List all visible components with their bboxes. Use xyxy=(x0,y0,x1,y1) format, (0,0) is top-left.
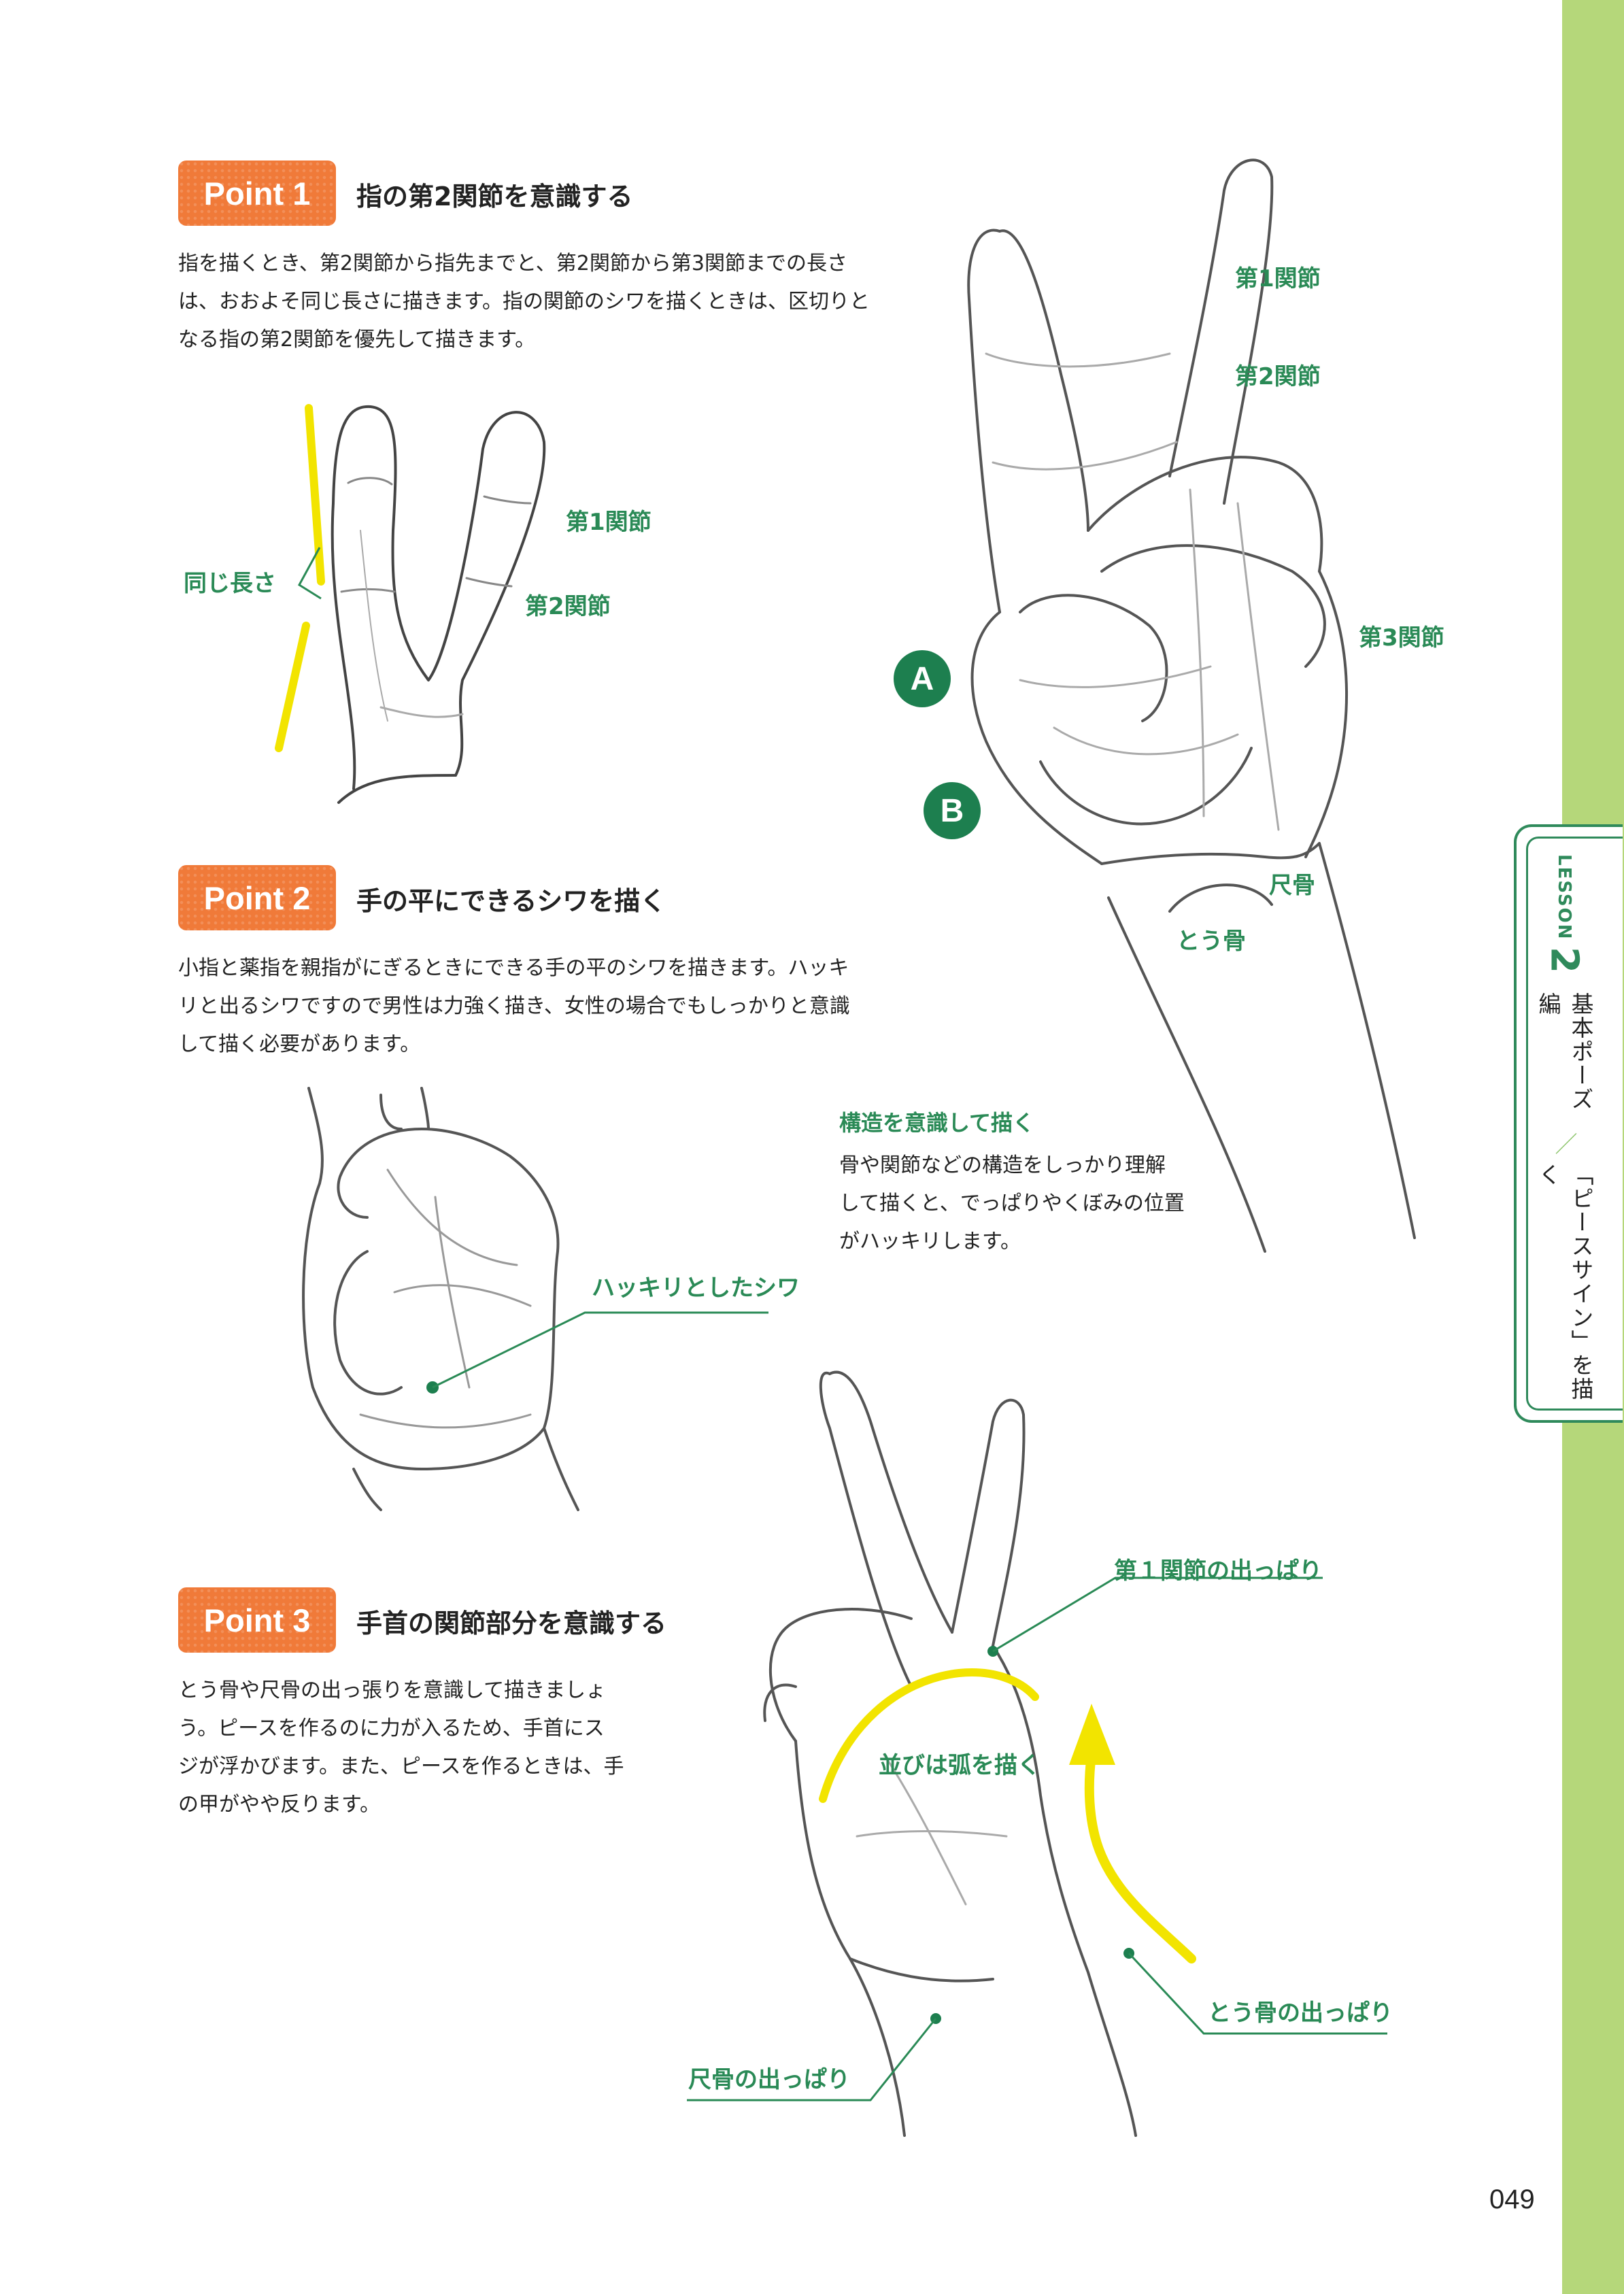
point1-finger-sketch xyxy=(275,404,546,804)
main-label-joint2: 第2関節 xyxy=(1235,363,1321,390)
main-label-joint1: 第1関節 xyxy=(1235,265,1321,292)
point2-body: 小指と薬指を親指がにぎるときにできる手の平のシワを描きます。ハッキ リと出るシワ… xyxy=(178,949,899,1064)
point1-line-2: は、おおよそ同じ長さに描きます。指の関節のシワを描くときは、区切りと xyxy=(178,290,870,314)
lesson-separator: ／ xyxy=(1551,1132,1578,1156)
point2-line-1: 小指と薬指を親指がにぎるときにできる手の平のシワを描きます。ハッキ xyxy=(178,956,849,980)
main-label-ulna: 尺骨 xyxy=(1269,872,1315,899)
point2-palm-sketch xyxy=(302,1087,768,1511)
structure-note-title: 構造を意識して描く xyxy=(839,1110,1035,1136)
point3-wrist-sketch xyxy=(687,1370,1387,2137)
structure-note-body: 骨や関節などの構造をしっかり理解 して描くと、でっぱりやくぼみの位置 がハッキリ… xyxy=(839,1147,1220,1261)
structure-note-line-2: して描くと、でっぱりやくぼみの位置 xyxy=(839,1192,1185,1215)
point2-line-3: して描く必要があります。 xyxy=(178,1032,421,1056)
page-number: 049 xyxy=(1489,2185,1535,2214)
main-peace-hand-sketch xyxy=(967,158,1416,1253)
point1-label-joint1: 第1関節 xyxy=(566,509,652,536)
point2-badge: Point 2 xyxy=(178,865,336,930)
lesson-tab: LESSON 2 基本ポーズ編 ／ 「ピースサイン」を描く xyxy=(1514,824,1623,1423)
marker-a: A xyxy=(894,650,951,707)
point3-line-1: とう骨や尺骨の出っ張りを意識して描きましょ xyxy=(178,1679,607,1702)
point2-line-2: リと出るシワですので男性は力強く描き、女性の場合でもしっかりと意識 xyxy=(178,994,850,1018)
main-label-radius: とう骨 xyxy=(1177,928,1246,955)
lesson-tab-text: LESSON 2 基本ポーズ編 ／ 「ピースサイン」を描く xyxy=(1517,827,1612,1405)
point3-heading: 手首の関節部分を意識する xyxy=(356,1608,667,1638)
lesson-number: 2 xyxy=(1542,947,1587,974)
lesson-category: 基本ポーズ編 xyxy=(1535,992,1594,1112)
point3-line-2: う。ピースを作るのに力が入るため、手首にス xyxy=(178,1717,605,1740)
structure-note-line-3: がハッキリします。 xyxy=(839,1230,1021,1253)
point3-label-radius-bump: とう骨の出っぱり xyxy=(1208,2000,1393,2027)
point3-line-4: の甲がやや反ります。 xyxy=(178,1793,380,1817)
point3-badge: Point 3 xyxy=(178,1587,336,1653)
point1-label-same-length: 同じ長さ xyxy=(184,570,276,597)
lesson-title: 「ピースサイン」を描く xyxy=(1535,1163,1594,1402)
point1-heading: 指の第2関節を意識する xyxy=(356,182,633,212)
lesson-label: LESSON xyxy=(1554,854,1574,941)
point3-body: とう骨や尺骨の出っ張りを意識して描きましょ う。ピースを作るのに力が入るため、手… xyxy=(178,1672,654,1824)
point1-label-joint2: 第2関節 xyxy=(525,593,611,620)
point3-label-knuckle-bump: 第１関節の出っぱり xyxy=(1114,1557,1322,1585)
point2-heading: 手の平にできるシワを描く xyxy=(356,886,666,916)
point1-line-1: 指を描くとき、第2関節から指先までと、第2関節から第3関節までの長さ xyxy=(178,252,847,275)
point3-label-ulna-bump: 尺骨の出っぱり xyxy=(688,2066,850,2093)
point1-body: 指を描くとき、第2関節から指先までと、第2関節から第3関節までの長さ は、おおよ… xyxy=(178,245,899,359)
marker-b: B xyxy=(924,782,981,839)
point2-label-crease: ハッキリとしたシワ xyxy=(592,1275,800,1302)
point1-line-3: なる指の第2関節を優先して描きます。 xyxy=(178,328,536,352)
point3-label-arc: 並びは弧を描く xyxy=(879,1752,1041,1779)
point3-line-3: ジが浮かびます。また、ピースを作るときは、手 xyxy=(178,1755,624,1778)
lesson-tab-inner-border xyxy=(1526,837,1623,1411)
point1-badge: Point 1 xyxy=(178,161,336,226)
structure-note-line-1: 骨や関節などの構造をしっかり理解 xyxy=(839,1153,1166,1177)
main-label-joint3: 第3関節 xyxy=(1359,624,1444,652)
